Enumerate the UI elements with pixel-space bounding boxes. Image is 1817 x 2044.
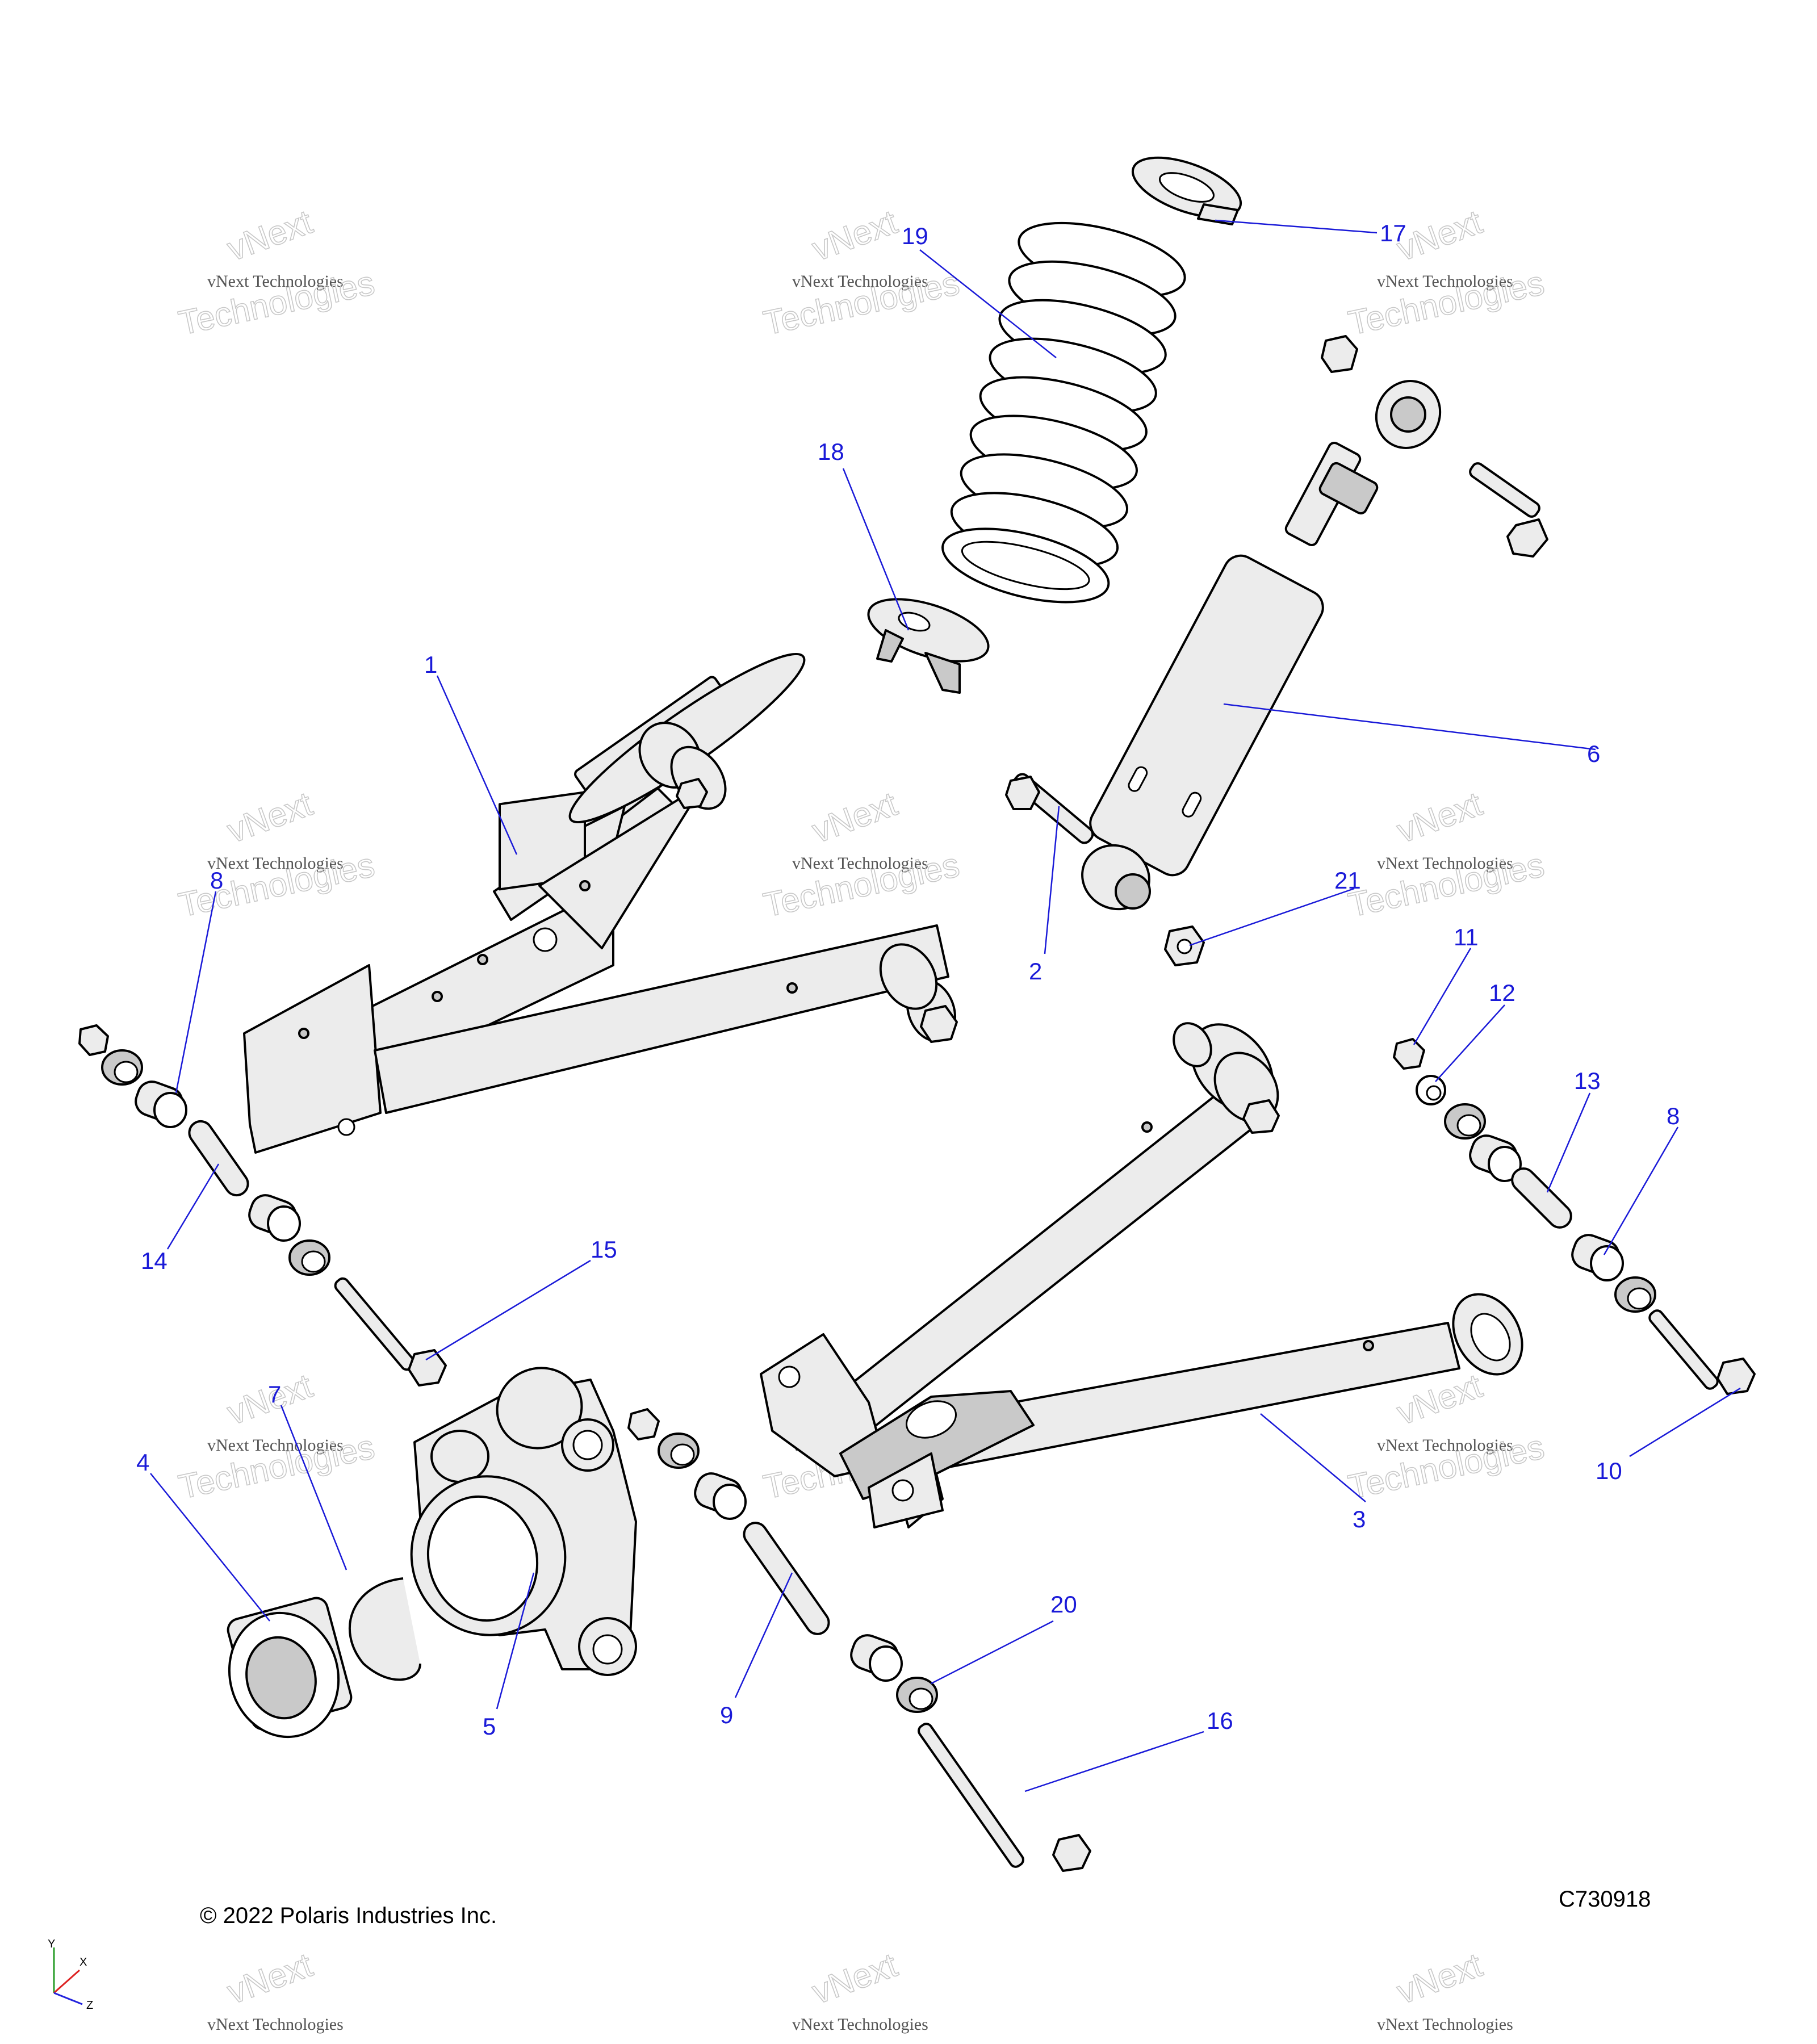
watermark-line2: vNext Technologies	[792, 272, 928, 291]
callout-5: 5	[483, 1713, 496, 1740]
callout-18: 18	[818, 438, 844, 465]
coil-spring-19	[941, 221, 1186, 604]
shock-upper-bolt	[1469, 462, 1548, 558]
shock-lower-nut-21	[1164, 925, 1205, 966]
watermark-line2: vNext Technologies	[207, 2015, 344, 2034]
shock-absorber-6	[1081, 380, 1442, 911]
leader-lines	[150, 219, 1741, 1792]
copyright-text: © 2022 Polaris Industries Inc.	[200, 1903, 497, 1928]
watermark: vNext vNext Technologies Technologies	[1345, 202, 1548, 343]
a-arm-1-ball-joint-upper	[638, 722, 727, 810]
watermark-line2: vNext Technologies	[207, 272, 344, 291]
callout-9: 9	[720, 1702, 733, 1728]
watermark-line1: vNext	[223, 785, 317, 851]
watermark: vNext vNext Technologies Technologies	[760, 784, 963, 925]
a-arm-3-ball-joint	[1173, 1022, 1280, 1134]
axis-x-label: X	[79, 1956, 87, 1968]
drawing-code: C730918	[1559, 1887, 1651, 1912]
callout-12: 12	[1489, 979, 1515, 1006]
watermark: vNext vNext Technologies Technologies	[175, 784, 378, 925]
callout-10: 10	[1596, 1457, 1622, 1484]
watermark-line2: vNext Technologies	[1377, 1436, 1513, 1455]
callout-8-right: 8	[1667, 1103, 1680, 1129]
callout-15: 15	[591, 1236, 617, 1263]
watermark: vNext vNext Technologies Technologies	[1345, 1366, 1548, 1507]
watermark-line2: vNext Technologies	[207, 1436, 344, 1455]
lower-bushing-stack	[627, 1408, 1091, 1872]
watermark-line1: vNext	[807, 1946, 902, 2012]
callout-6: 6	[1587, 740, 1600, 767]
bearing-carrier-5	[410, 1367, 637, 1676]
wheel-bearing-4	[227, 1597, 353, 1739]
watermark-line1: vNext	[1392, 1946, 1487, 2012]
callout-3: 3	[1353, 1506, 1366, 1532]
snap-ring-7	[348, 1577, 421, 1681]
watermark-line1: vNext	[807, 785, 902, 851]
callout-14: 14	[141, 1247, 168, 1274]
watermark-line2: vNext Technologies	[792, 854, 928, 873]
spring-seat-18	[867, 598, 990, 694]
callout-16: 16	[1207, 1707, 1233, 1734]
watermark: vNext vNext Technologies Technologies	[760, 202, 963, 343]
callout-7: 7	[268, 1381, 281, 1408]
watermark-line2: vNext Technologies	[792, 2015, 928, 2034]
callout-21: 21	[1334, 867, 1361, 894]
callout-2: 2	[1029, 958, 1042, 985]
callout-8-left: 8	[210, 867, 223, 894]
watermark: vNext vNext Technologies	[1377, 1945, 1513, 2034]
right-bushing-stack	[1393, 1038, 1756, 1395]
watermark-line2: vNext Technologies	[1377, 272, 1513, 291]
callout-4: 4	[136, 1449, 149, 1476]
a-arm-1-ball-joint-rear	[879, 943, 958, 1043]
watermark-line1: vNext	[807, 203, 902, 269]
shock-upper-nut	[1321, 335, 1358, 373]
callout-1: 1	[424, 651, 437, 678]
axis-y-label: Y	[48, 1938, 55, 1950]
axis-z-label: Z	[86, 1999, 93, 2012]
watermark-line2: vNext Technologies	[1377, 854, 1513, 873]
watermark: vNext vNext Technologies Technologies	[175, 202, 378, 343]
watermark: vNext vNext Technologies Technologies	[1345, 784, 1548, 925]
watermark-line1: vNext	[1392, 785, 1487, 851]
spring-retainer-17	[1131, 156, 1242, 225]
callout-20: 20	[1050, 1591, 1077, 1618]
callout-11: 11	[1454, 924, 1479, 950]
callout-19: 19	[902, 223, 928, 249]
callout-17: 17	[1380, 220, 1406, 246]
watermark-line1: vNext	[223, 203, 317, 269]
left-bushing-stack	[78, 1024, 447, 1387]
watermark-line2: vNext Technologies	[207, 854, 344, 873]
shock-lower-bolt-2	[1005, 773, 1094, 844]
watermark: vNext vNext Technologies	[207, 1945, 344, 2034]
watermark-line2: vNext Technologies	[1377, 2015, 1513, 2034]
axis-triad-icon: Y X Z	[48, 1938, 93, 2012]
watermark: vNext vNext Technologies	[792, 1945, 928, 2034]
watermark-line1: vNext	[223, 1946, 317, 2012]
callouts: 1 2 3 4 5 6 7 8 8 9 10 11 12 13 14 15 16…	[136, 220, 1680, 1740]
callout-13: 13	[1574, 1067, 1601, 1094]
